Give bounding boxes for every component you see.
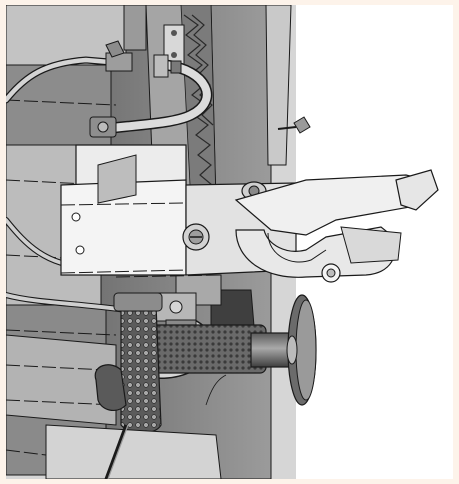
hydraulic-cylinder bbox=[145, 294, 317, 406]
cad-viewport bbox=[6, 5, 453, 479]
cad-render bbox=[6, 5, 439, 479]
base-foot bbox=[6, 364, 222, 479]
small-screw bbox=[277, 116, 311, 134]
clamp-arm bbox=[234, 169, 439, 283]
top-bracket bbox=[123, 5, 185, 66]
hex-bolt-center bbox=[182, 223, 210, 251]
pipe-fitting-top bbox=[105, 40, 182, 78]
motion-arc bbox=[205, 374, 227, 406]
knurled-grip bbox=[113, 292, 163, 434]
pipe-fitting-left bbox=[89, 116, 117, 138]
